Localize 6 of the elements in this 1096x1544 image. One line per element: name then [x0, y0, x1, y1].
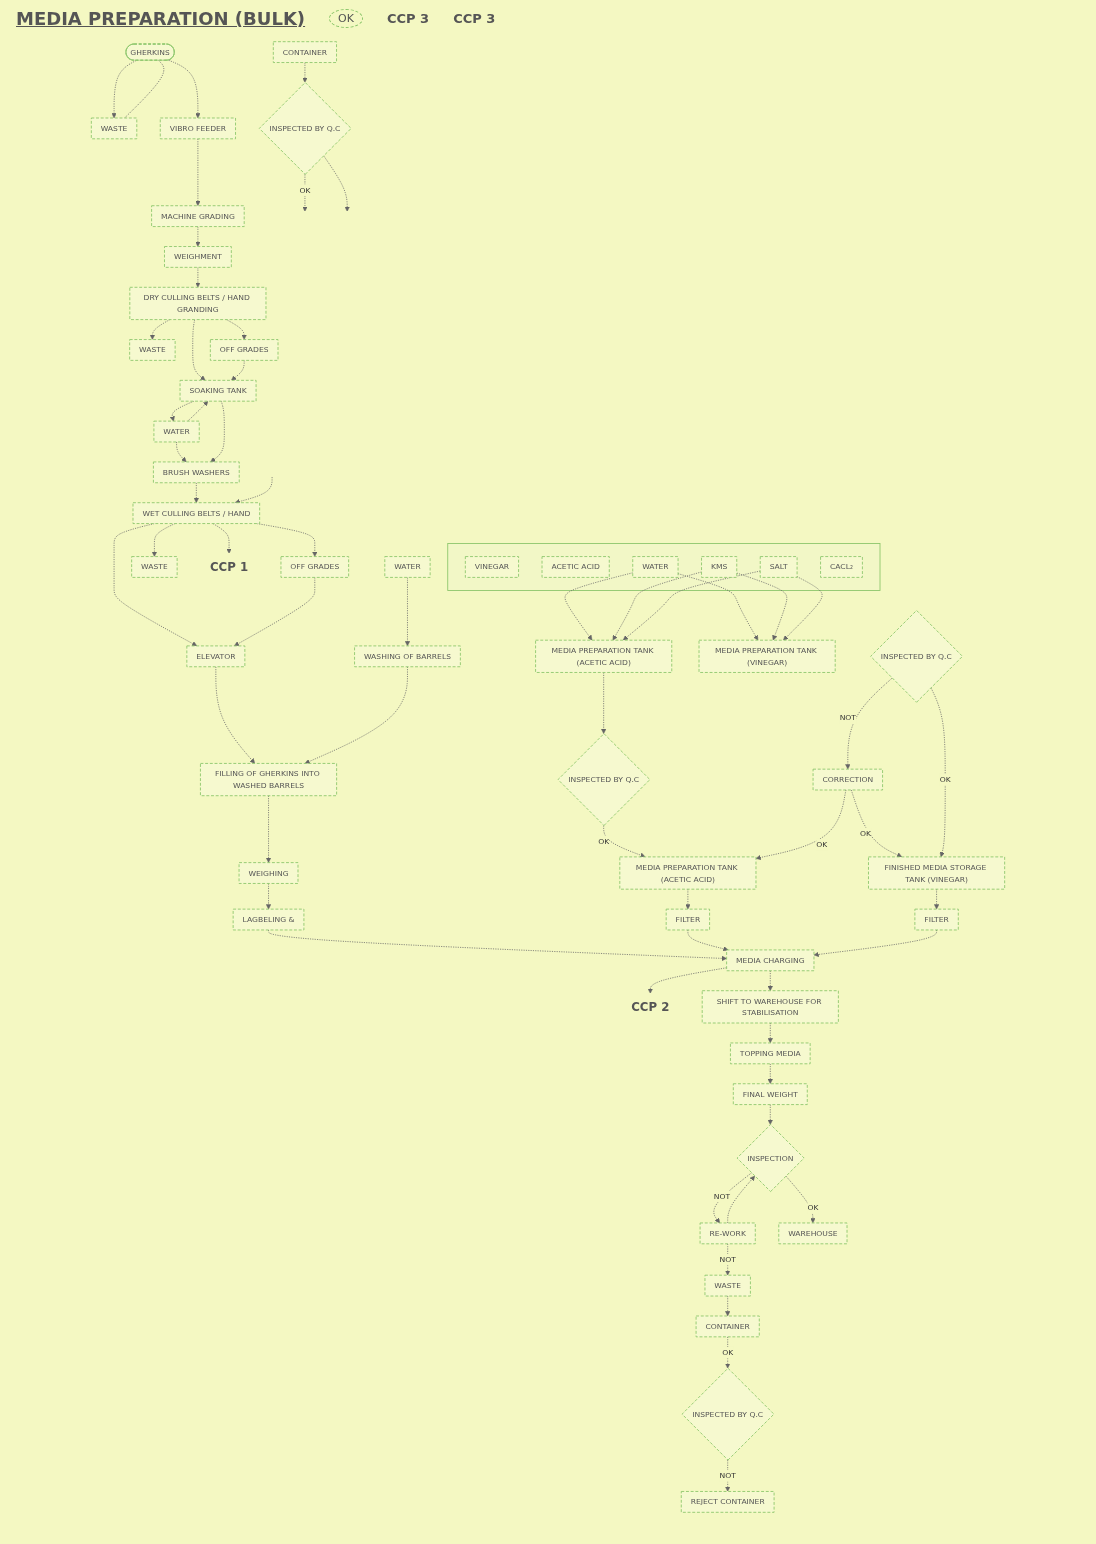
section-heading: MEDIA PREPARATION (BULK): [16, 8, 306, 29]
ccp-label: CCP 3: [453, 11, 496, 26]
node-text: CCP 1: [210, 559, 249, 575]
cluster: [447, 543, 881, 591]
ccp-label: CCP 3: [386, 11, 430, 26]
node-text: CCP 2: [631, 999, 670, 1014]
